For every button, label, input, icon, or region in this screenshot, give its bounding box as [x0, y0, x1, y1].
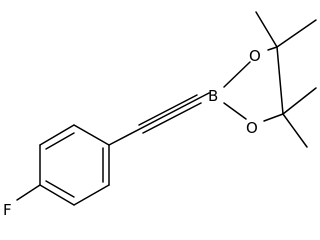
dioxaborolane-ring	[223, 46, 284, 122]
methyl-bond	[255, 11, 278, 48]
ring-bond	[39, 124, 75, 146]
boron-oxygen-bond	[223, 102, 247, 120]
benzene-ring	[39, 124, 110, 206]
ring-double-bond	[45, 180, 75, 198]
ring-bond	[73, 184, 110, 206]
oxygen-carbon-bond	[263, 113, 284, 122]
ring-bond	[73, 124, 110, 146]
boron-atom: B	[208, 87, 218, 105]
triple-bond-line	[108, 92, 210, 146]
ring-double-bond	[45, 132, 75, 150]
fluorine-atom: F	[3, 201, 12, 219]
triple-bond-line	[142, 102, 202, 134]
ring-bond	[39, 184, 75, 206]
methyl-groups	[255, 11, 317, 148]
methyl-bond	[282, 113, 308, 148]
methyl-bond	[282, 87, 317, 115]
triple-bond-line	[138, 94, 198, 126]
oxygen-atom-top: O	[249, 47, 261, 65]
boron-oxygen-bond	[223, 61, 251, 88]
methyl-bond	[276, 19, 317, 48]
alkyne-triple-bond	[108, 92, 210, 146]
carbon-fluorine-bond	[16, 184, 41, 201]
chemical-structure: F B O O	[3, 11, 317, 219]
oxygen-atom-bottom: O	[246, 119, 258, 137]
oxygen-carbon-bond	[267, 46, 278, 51]
carbon-carbon-bond	[276, 46, 284, 115]
